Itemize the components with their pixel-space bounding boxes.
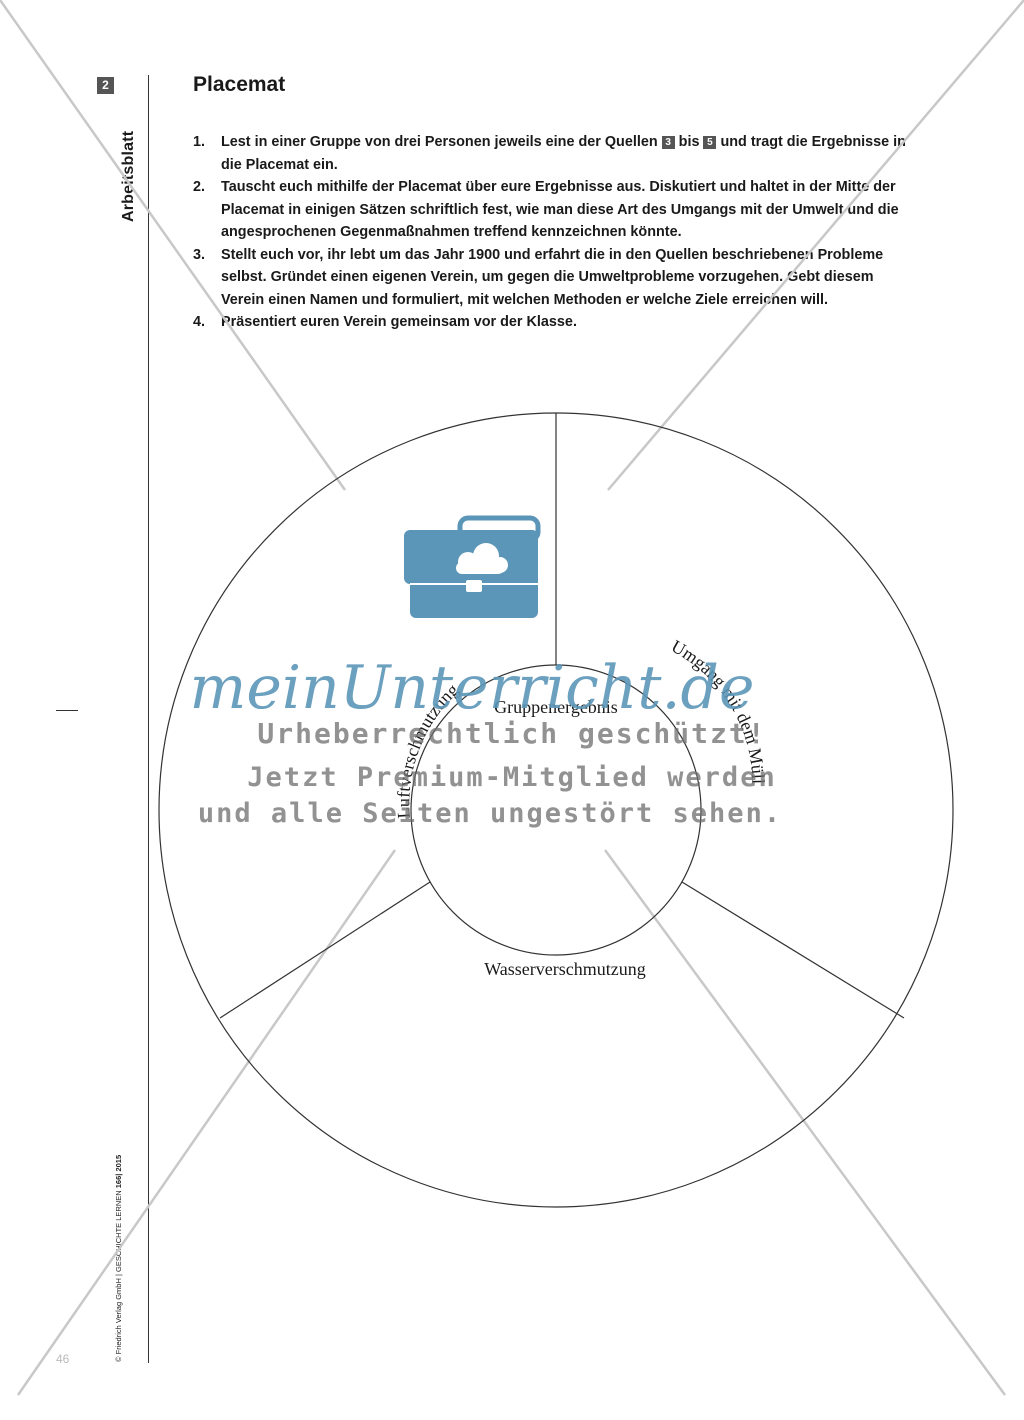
task-item: 2. Tauscht euch mithilfe der Placemat übe… (193, 176, 913, 244)
margin-rule (148, 75, 149, 1363)
task-number: 4. (193, 314, 206, 330)
task-text: Stellt euch vor, ihr lebt um das Jahr 19… (221, 246, 884, 308)
task-text: Präsentiert euren Verein gemeinsam vor d… (221, 314, 577, 330)
task-text: Lest in einer Gruppe von drei Personen j… (221, 134, 662, 150)
source-ref-badge: 3 (661, 136, 675, 149)
task-list: 1. Lest in einer Gruppe von drei Personen… (193, 131, 913, 334)
cloud-icon (456, 543, 508, 574)
task-number: 1. (193, 134, 206, 150)
page-number: 46 (56, 1352, 70, 1366)
task-number: 2. (193, 179, 206, 195)
task-text: und tragt die Ergebnisse in die Placemat… (221, 134, 906, 173)
source-ref-badge: 5 (703, 136, 717, 149)
task-text: Tauscht euch mithilfe der Placemat über … (221, 179, 899, 240)
briefcase-icon (404, 515, 541, 618)
task-item: 3. Stellt euch vor, ihr lebt um das Jahr … (193, 244, 913, 312)
task-item: 4. Präsentiert euren Verein gemeinsam vor… (193, 311, 913, 334)
task-item: 1. Lest in einer Gruppe von drei Personen… (193, 131, 913, 176)
watermark-line-3: und alle Seiten ungestört sehen. (197, 798, 783, 829)
fold-mark (56, 710, 78, 711)
task-number: 3. (193, 246, 206, 263)
page-title: Placemat (193, 73, 286, 96)
sheet-number-badge: 2 (97, 77, 114, 94)
watermark-line-1: Urheberrechtlich geschützt! (257, 717, 767, 750)
divider-left (219, 881, 431, 1019)
segment-label-bottom: Wasserverschmutzung (484, 959, 646, 979)
task-text: bis (674, 134, 704, 150)
watermark-brand: meinUnterricht.de (190, 653, 755, 723)
divider-right (681, 881, 905, 1019)
center-label: Gruppenergebnis (494, 697, 618, 717)
watermark-line-2: Jetzt Premium-Mitglied werden (247, 762, 777, 793)
